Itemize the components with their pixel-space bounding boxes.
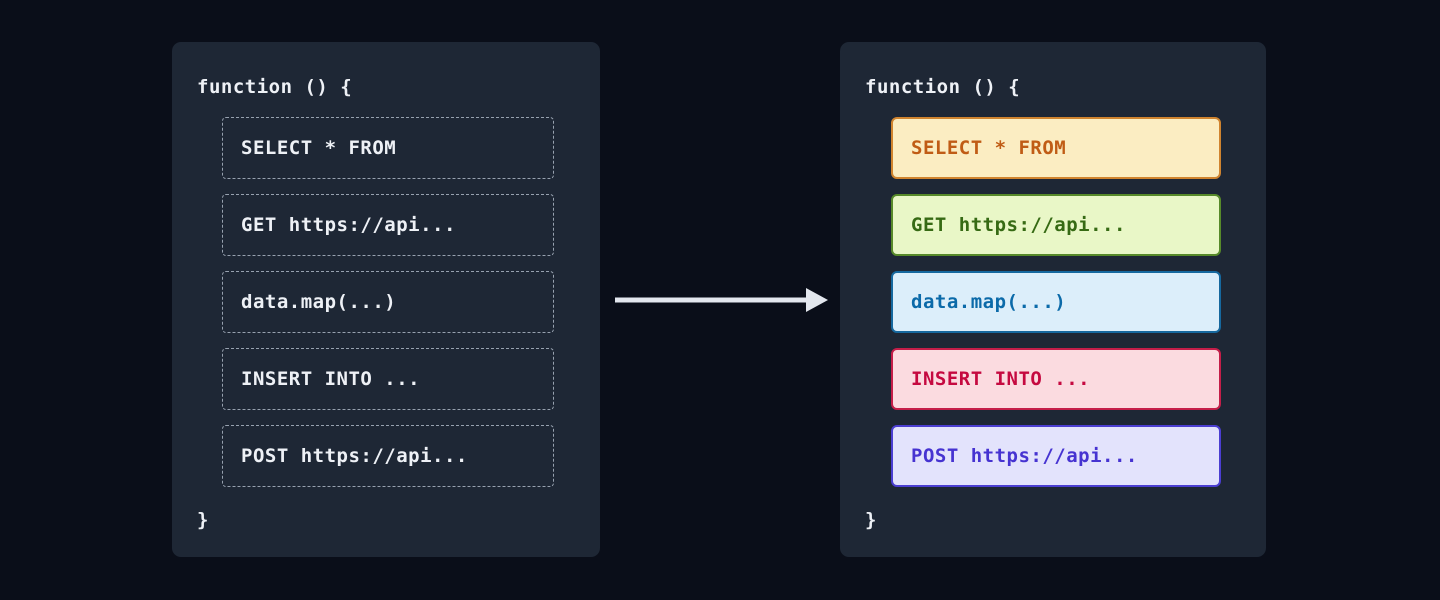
code-block-post-request: POST https://api... [222,425,554,487]
function-close-line: } [197,509,209,531]
code-block-get-request-highlighted: GET https://api... [891,194,1221,256]
code-block-select-from-highlighted: SELECT * FROM [891,117,1221,179]
function-close-line: } [865,509,877,531]
code-block-data-map-highlighted: data.map(...) [891,271,1221,333]
code-block-insert-into: INSERT INTO ... [222,348,554,410]
code-block-data-map: data.map(...) [222,271,554,333]
code-block-get-request: GET https://api... [222,194,554,256]
code-block-insert-into-highlighted: INSERT INTO ... [891,348,1221,410]
after-panel: function () { SELECT * FROM GET https://… [840,42,1266,557]
code-block-post-request-highlighted: POST https://api... [891,425,1221,487]
transform-arrow-icon [615,288,828,312]
before-panel: function () { SELECT * FROM GET https://… [172,42,600,557]
function-open-line: function () { [197,76,353,98]
code-block-list: SELECT * FROM GET https://api... data.ma… [172,117,600,487]
code-block-select-from: SELECT * FROM [222,117,554,179]
code-block-list: SELECT * FROM GET https://api... data.ma… [840,117,1266,487]
function-open-line: function () { [865,76,1021,98]
